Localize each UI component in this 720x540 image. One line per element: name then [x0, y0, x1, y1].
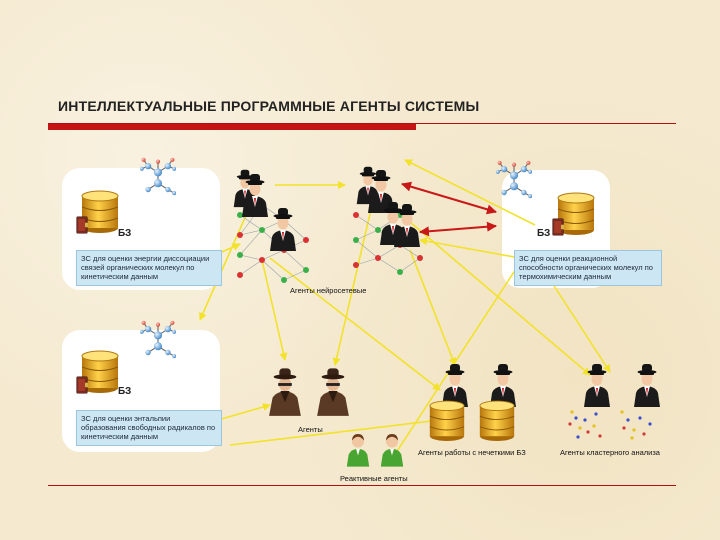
arrow-red-bottom — [419, 221, 497, 237]
arrow-neural-agents — [261, 259, 288, 361]
kb-description-2: ЗС для оценки реакционной способности ор… — [514, 250, 662, 286]
kb-description-1: ЗС для оценки энергии диссоциации связей… — [76, 250, 222, 286]
arrow-kb2-neural-b — [419, 237, 521, 259]
arrow-kb2-reactive — [389, 254, 526, 463]
arrow-neural2-fuzzy — [409, 249, 457, 366]
cluster-points-icon — [568, 410, 652, 440]
spy-agent-icon — [269, 368, 301, 416]
fuzzy-agent-icon — [442, 364, 468, 407]
caption-fuzzy-agents: Агенты работы с нечеткими БЗ — [418, 448, 526, 457]
kb-description-3: ЗС для оценки энтальпии образования своб… — [76, 410, 222, 446]
molecule-icon-1 — [140, 157, 176, 196]
reactive-agent-icon — [346, 434, 370, 467]
caption-neural-agents: Агенты нейросетевые — [290, 286, 367, 295]
fuzzy-database-icon — [429, 400, 465, 442]
kb-label-2: БЗ — [537, 228, 551, 239]
kb-label-1: БЗ — [118, 228, 132, 239]
cluster-agent-icon — [634, 364, 660, 407]
arrow-neural2-agents — [332, 204, 373, 366]
kb-label-3: БЗ — [118, 386, 132, 397]
book-icon-1 — [76, 216, 88, 234]
title-accent-bar — [48, 124, 416, 130]
title-divider — [48, 123, 676, 124]
arrow-neural-fuzzy — [269, 257, 441, 391]
molecule-icon-2 — [496, 160, 532, 199]
red-arrows — [401, 181, 497, 237]
arrow-kb3-agents — [217, 403, 271, 421]
cluster-agent-icon — [584, 364, 610, 407]
page-title: ИНТЕЛЛЕКТУАЛЬНЫЕ ПРОГРАММНЫЕ АГЕНТЫ СИСТ… — [58, 98, 480, 114]
molecule-icon-3 — [140, 320, 176, 359]
fuzzy-agent-icon — [490, 364, 516, 407]
book-icon-2 — [552, 218, 564, 236]
arrow-kb3-fuzzy — [229, 416, 441, 446]
fuzzy-database-icon — [479, 400, 515, 442]
reactive-agent-icon — [380, 434, 404, 467]
caption-cluster-agents: Агенты кластерного анализа — [560, 448, 660, 457]
arrow-kb2-neural — [404, 159, 536, 226]
caption-agents: Агенты — [298, 425, 323, 434]
arrow-red-top — [401, 181, 497, 215]
arrow-kb2-cluster — [544, 271, 611, 373]
neural-network-left — [237, 202, 309, 283]
spy-agent-icon — [317, 368, 349, 416]
bottom-divider — [48, 485, 676, 486]
neural-agent-icon — [270, 208, 296, 251]
book-icon-3 — [76, 376, 88, 394]
caption-reactive-agents: Реактивные агенты — [340, 474, 408, 483]
